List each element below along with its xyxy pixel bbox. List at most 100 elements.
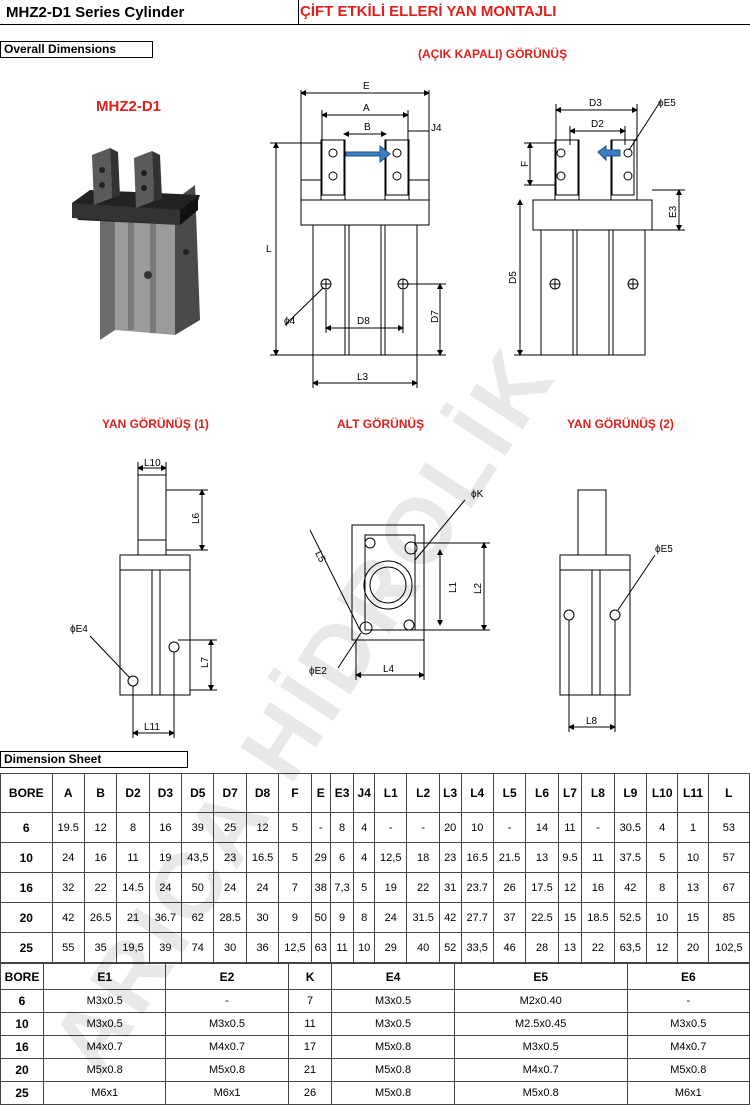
table-cell: 50 bbox=[310, 902, 331, 933]
technical-drawing: E A B J4 L ϕ4 D8 D7 L3 D3 D2 ϕE5 F E3 D5… bbox=[70, 81, 685, 738]
dim-label-L2: L2 bbox=[473, 582, 484, 594]
table-cell: 19.5 bbox=[51, 812, 85, 843]
dim-label-B: B bbox=[364, 122, 371, 133]
table-cell: 13 bbox=[557, 932, 583, 963]
table-cell: 31 bbox=[438, 872, 462, 903]
dim-label-L3: L3 bbox=[357, 372, 369, 383]
table-cell: - bbox=[165, 989, 289, 1013]
table-cell: 11 bbox=[581, 842, 615, 873]
table-cell: 8 bbox=[329, 812, 355, 843]
table-cell: 4 bbox=[353, 812, 376, 843]
table-cell: 1 bbox=[677, 812, 709, 843]
table-cell: M3x0.5 bbox=[165, 1012, 289, 1036]
product-image bbox=[72, 148, 200, 340]
closed-view-drawing bbox=[514, 101, 685, 356]
table-cell: 50 bbox=[181, 872, 215, 903]
table-cell: 11 bbox=[287, 1012, 333, 1036]
table-cell: 55 bbox=[51, 932, 85, 963]
side-view-2-drawing bbox=[559, 489, 656, 732]
product-title: MHZ2-D1 bbox=[96, 98, 162, 115]
table-cell: 63,5 bbox=[613, 932, 648, 963]
table2-header-cell: E6 bbox=[626, 963, 750, 990]
dim-label-D2: D2 bbox=[591, 119, 604, 130]
table-cell: 5 bbox=[278, 812, 312, 843]
table-cell: 17.5 bbox=[525, 872, 559, 903]
table-cell: 23 bbox=[213, 842, 247, 873]
table-cell: M6x1 bbox=[165, 1081, 289, 1105]
table-cell: 16.5 bbox=[245, 842, 280, 873]
table-cell: 30 bbox=[213, 932, 247, 963]
table-cell: 102,5 bbox=[707, 932, 750, 963]
table-cell: 12 bbox=[83, 812, 118, 843]
dim-label-E2: ϕE2 bbox=[309, 666, 327, 677]
table-cell: M3x0.5 bbox=[331, 989, 455, 1013]
table-cell: 26.5 bbox=[83, 902, 118, 933]
dim-label-L10: L10 bbox=[144, 458, 161, 469]
table-cell: 22.5 bbox=[525, 902, 559, 933]
table1-header-cell: B bbox=[83, 773, 118, 813]
table-cell: M2.5x0.45 bbox=[453, 1012, 628, 1036]
bottom-view-drawing bbox=[309, 499, 490, 680]
table-cell: M5x0.8 bbox=[331, 1058, 455, 1082]
table-cell: 30 bbox=[245, 902, 280, 933]
table-cell: 12 bbox=[245, 812, 280, 843]
table-cell: 21 bbox=[116, 902, 150, 933]
table-cell: 16 bbox=[148, 812, 183, 843]
table1-header-cell: F bbox=[278, 773, 312, 813]
side-view-2-title: YAN GÖRÜNÜŞ (2) bbox=[567, 417, 674, 431]
table1-header-cell: L2 bbox=[406, 773, 440, 813]
close-arrow-icon bbox=[597, 145, 621, 162]
table-cell: 5 bbox=[353, 872, 376, 903]
bore-cell: 10 bbox=[0, 1012, 44, 1036]
table-cell: 22 bbox=[581, 932, 615, 963]
table-cell: 16 bbox=[83, 842, 118, 873]
dim-label-K: ϕK bbox=[471, 489, 484, 500]
table2-header-cell: E5 bbox=[453, 963, 628, 990]
dim-label-L: L bbox=[266, 244, 272, 255]
table1-header-cell: L bbox=[707, 773, 750, 813]
table-cell: 63 bbox=[310, 932, 331, 963]
table1-header-cell: BORE bbox=[0, 773, 53, 813]
table1-header-cell: A bbox=[51, 773, 85, 813]
table-cell: 32 bbox=[51, 872, 85, 903]
table1-header-cell: E3 bbox=[329, 773, 355, 813]
table-cell: 36.7 bbox=[148, 902, 183, 933]
table-cell: 43,5 bbox=[181, 842, 215, 873]
table1-header-cell: D7 bbox=[213, 773, 247, 813]
dim-label-L1: L1 bbox=[448, 581, 459, 593]
table1-header-cell: L10 bbox=[646, 773, 679, 813]
table-cell: 5 bbox=[646, 842, 679, 873]
dim-label-L11: L11 bbox=[144, 722, 160, 733]
table-cell: 35 bbox=[83, 932, 118, 963]
table-cell: M5x0.8 bbox=[165, 1058, 289, 1082]
table1-header-cell: L3 bbox=[438, 773, 462, 813]
header-rule bbox=[0, 24, 750, 25]
side-view-1-drawing bbox=[89, 462, 217, 738]
table-cell: 15 bbox=[557, 902, 583, 933]
table-cell: 28 bbox=[525, 932, 559, 963]
table-cell: M6x1 bbox=[626, 1081, 750, 1105]
dim-label-E5-side: ϕE5 bbox=[655, 544, 673, 555]
series-title: MHZ2-D1 Series Cylinder bbox=[6, 4, 185, 21]
table-cell: M5x0.8 bbox=[331, 1035, 455, 1059]
table-cell: 20 bbox=[677, 932, 709, 963]
table-cell: 25 bbox=[213, 812, 247, 843]
table-cell: 21 bbox=[287, 1058, 333, 1082]
overall-dimensions-label: Overall Dimensions bbox=[0, 41, 153, 58]
table1-header-cell: L11 bbox=[677, 773, 709, 813]
table-cell: 20 bbox=[438, 812, 462, 843]
table-cell: 18.5 bbox=[581, 902, 615, 933]
table-cell: - bbox=[626, 989, 750, 1013]
table-cell: 62 bbox=[181, 902, 215, 933]
table1-header-cell: L1 bbox=[374, 773, 408, 813]
table-cell: 14.5 bbox=[116, 872, 150, 903]
table-cell: 18 bbox=[406, 842, 440, 873]
table-cell: - bbox=[406, 812, 440, 843]
table-cell: 67 bbox=[707, 872, 750, 903]
table-cell: 4 bbox=[353, 842, 376, 873]
table1-header-cell: L5 bbox=[492, 773, 527, 813]
